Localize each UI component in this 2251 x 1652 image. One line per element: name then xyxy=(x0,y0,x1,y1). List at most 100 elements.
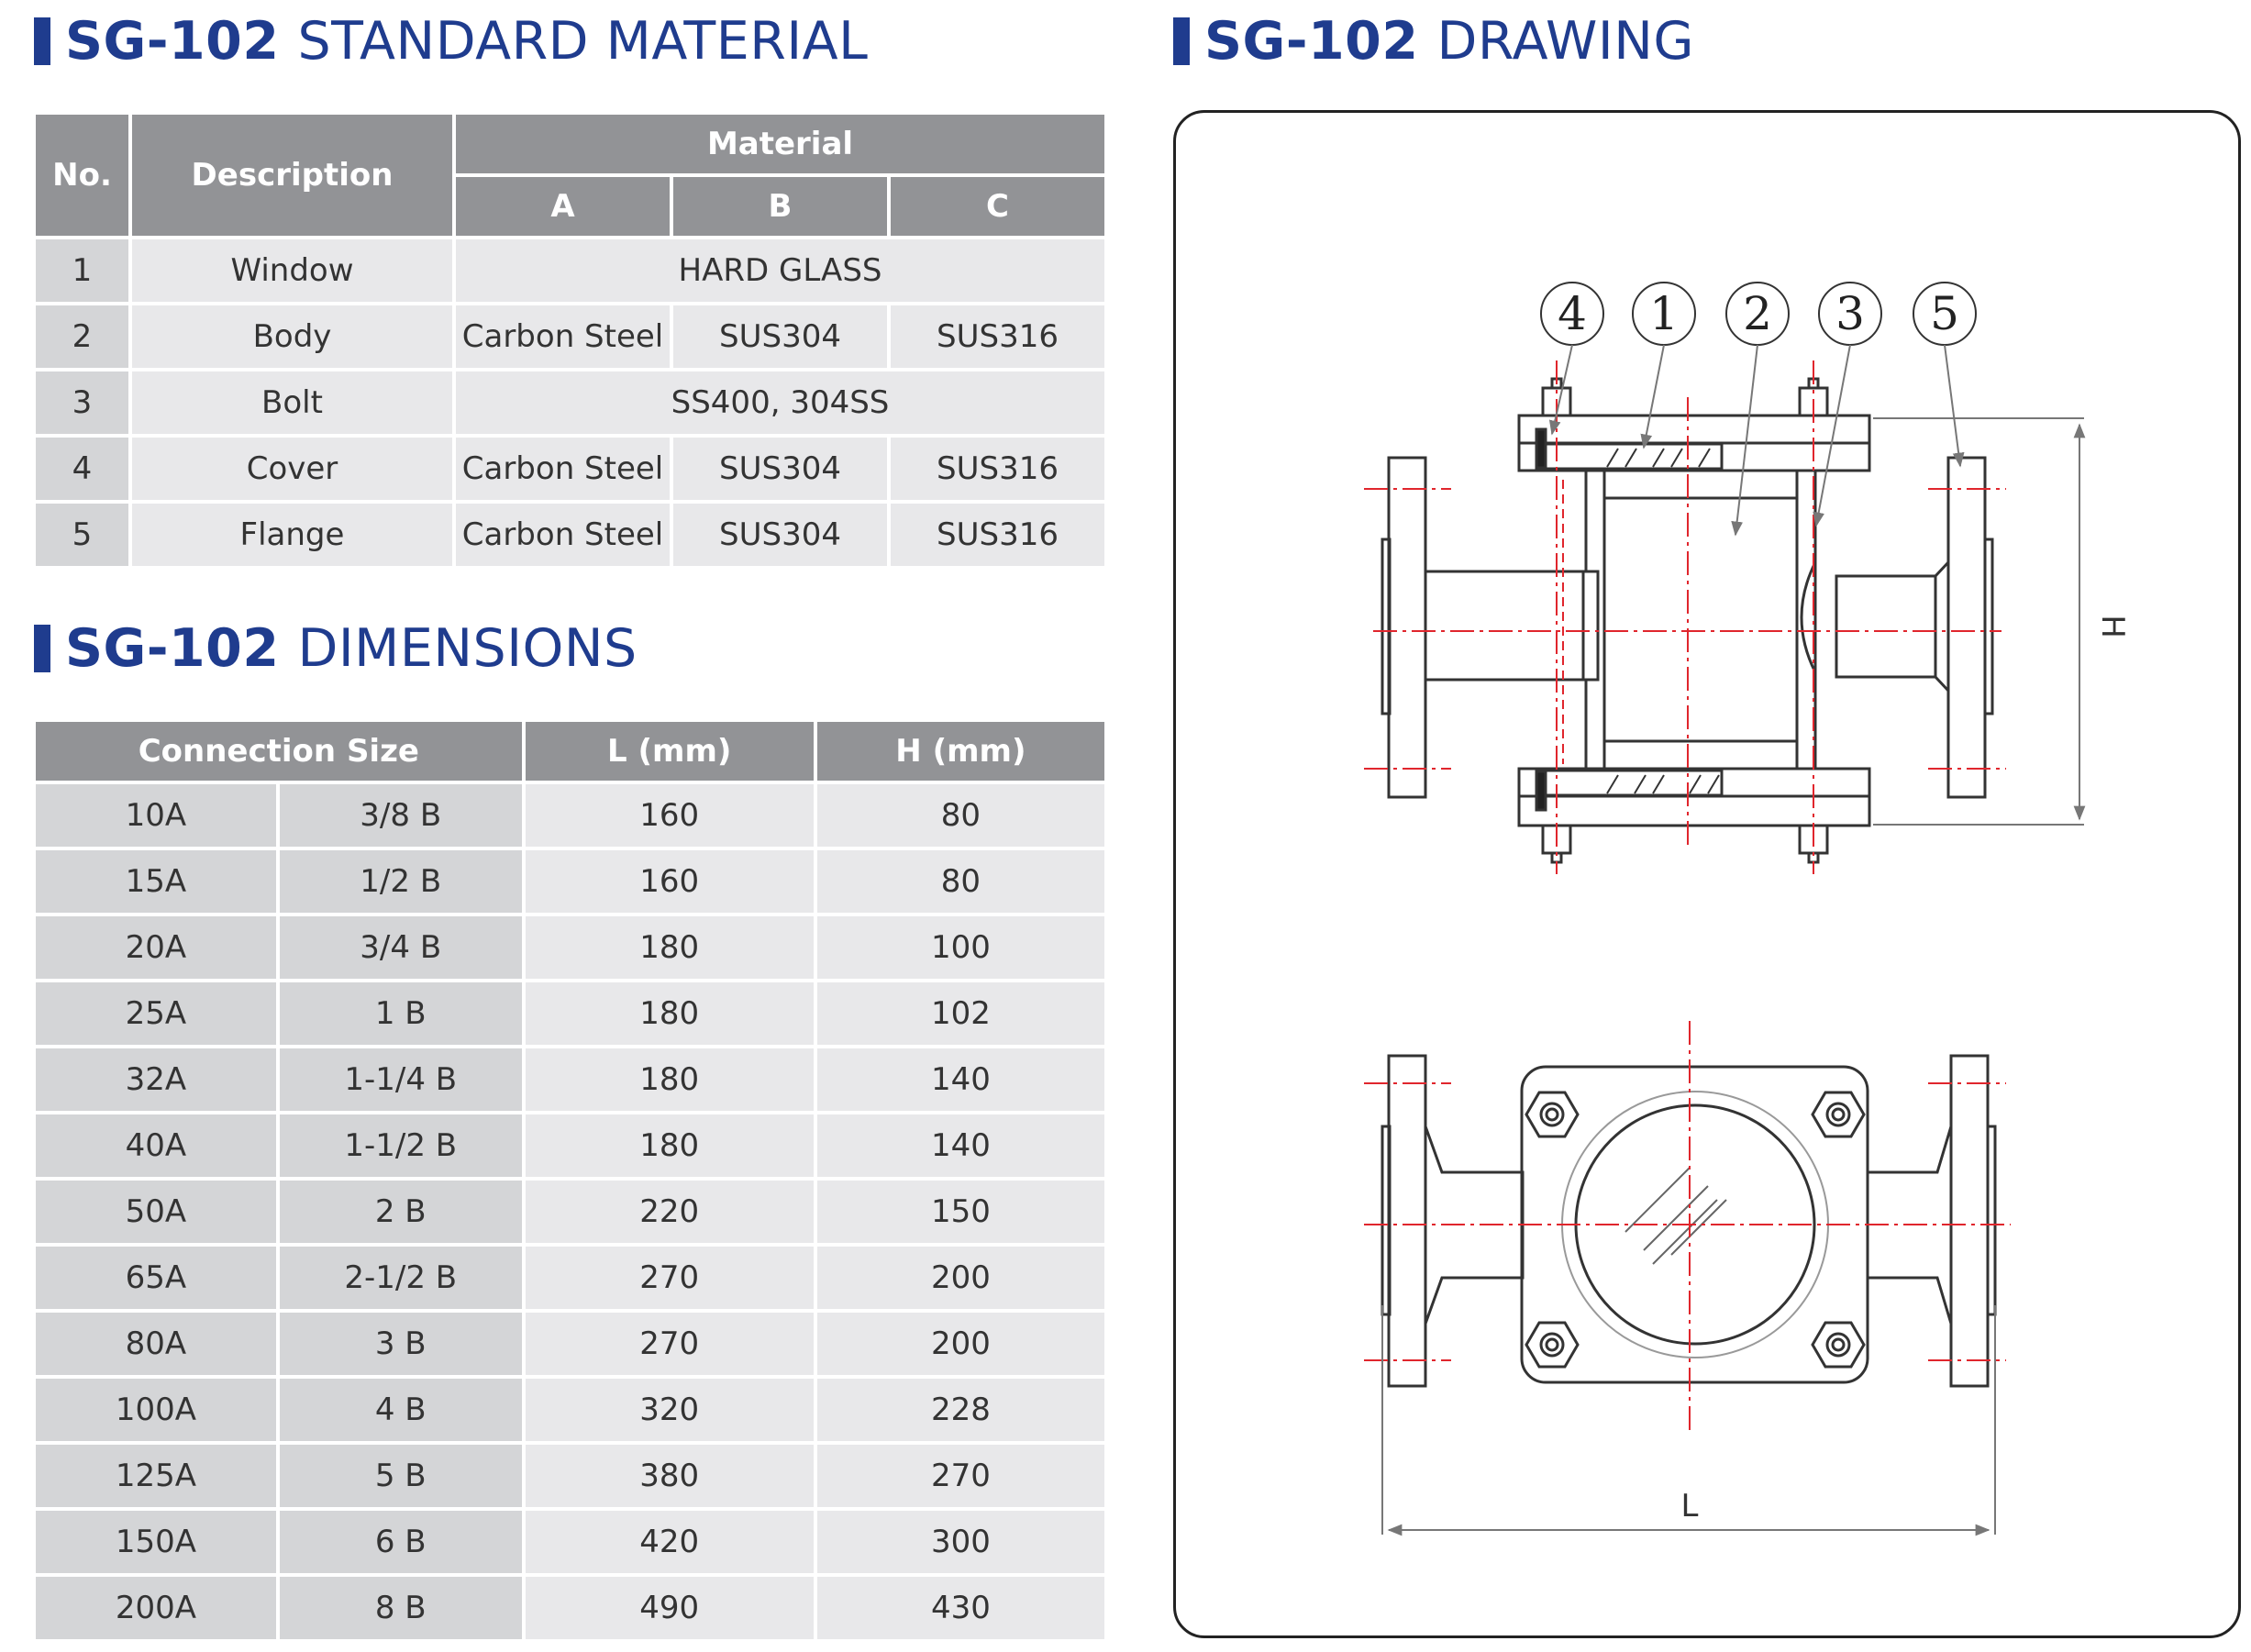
material-heading-title: STANDARD MATERIAL xyxy=(297,11,869,72)
callout-label-3: 3 xyxy=(1835,287,1865,340)
bolt-bottom-left xyxy=(1525,1321,1580,1369)
cell-l: 160 xyxy=(525,784,814,847)
cell-material-a: Carbon Steel xyxy=(456,504,670,566)
left-flange-face xyxy=(1381,538,1392,715)
l-dimension xyxy=(1381,1305,1996,1536)
callout-label-1: 1 xyxy=(1649,287,1679,340)
cell-size-a: 50A xyxy=(36,1181,276,1243)
right-flange-face xyxy=(1983,538,1994,715)
cell-description: Bolt xyxy=(132,371,452,434)
cell-description: Body xyxy=(132,305,452,368)
cell-material-all: HARD GLASS xyxy=(456,239,1105,302)
cell-material-a: Carbon Steel xyxy=(456,438,670,500)
cell-h: 270 xyxy=(816,1445,1104,1507)
cell-material-c: SUS316 xyxy=(891,305,1105,368)
cell-l: 490 xyxy=(525,1577,814,1639)
cell-material-c: SUS316 xyxy=(891,438,1105,500)
drawing-heading-model: SG-102 xyxy=(1204,11,1419,72)
right-flange-face-top xyxy=(1986,1125,1997,1316)
cell-l: 180 xyxy=(525,982,814,1045)
callouts xyxy=(1540,282,1977,346)
cell-description: Cover xyxy=(132,438,452,500)
drawing-panel: 4 1 2 3 5 H xyxy=(1173,110,2241,1638)
dim-l-label: L xyxy=(1681,1488,1699,1524)
cell-h: 150 xyxy=(816,1181,1104,1243)
heading-bar xyxy=(1173,17,1190,65)
dimensions-heading-model: SG-102 xyxy=(65,618,280,679)
header-description: Description xyxy=(132,115,452,236)
cell-h: 102 xyxy=(816,982,1104,1045)
cell-l: 160 xyxy=(525,850,814,913)
side-view xyxy=(1381,377,1994,864)
cell-size-a: 125A xyxy=(36,1445,276,1507)
header-material: Material xyxy=(456,115,1105,173)
cell-h: 300 xyxy=(816,1511,1104,1573)
material-heading: SG-102 STANDARD MATERIAL xyxy=(34,9,868,73)
cell-no: 1 xyxy=(36,239,128,302)
cell-h: 430 xyxy=(816,1577,1104,1639)
cell-size-a: 65A xyxy=(36,1247,276,1309)
cell-material-b: SUS304 xyxy=(673,438,887,500)
h-dimension xyxy=(1873,417,2086,826)
header-a: A xyxy=(456,177,670,236)
right-sight-bulge xyxy=(1800,561,1817,673)
right-flange-top xyxy=(1949,1054,1990,1388)
cell-size-a: 32A xyxy=(36,1048,276,1111)
cell-material-b: SUS304 xyxy=(673,305,887,368)
top-centerlines xyxy=(1364,1021,2011,1434)
callout-label-5: 5 xyxy=(1930,287,1959,340)
header-l: L (mm) xyxy=(525,722,814,781)
cell-l: 420 xyxy=(525,1511,814,1573)
cell-l: 220 xyxy=(525,1181,814,1243)
dim-h-label: H xyxy=(2094,615,2131,638)
cell-l: 270 xyxy=(525,1313,814,1375)
dimensions-heading: SG-102 DIMENSIONS xyxy=(34,616,638,681)
cell-size-a: 80A xyxy=(36,1313,276,1375)
cell-material-a: Carbon Steel xyxy=(456,305,670,368)
cell-size-b: 1/2 B xyxy=(279,850,522,913)
header-b: B xyxy=(673,177,887,236)
material-heading-model: SG-102 xyxy=(65,11,280,72)
cell-l: 380 xyxy=(525,1445,814,1507)
cell-no: 4 xyxy=(36,438,128,500)
callout-label-4: 4 xyxy=(1558,287,1587,340)
cell-size-b: 1-1/2 B xyxy=(279,1114,522,1177)
left-nozzle xyxy=(1424,570,1600,682)
dimensions-heading-title: DIMENSIONS xyxy=(297,618,638,679)
callout-leaders xyxy=(1548,344,1965,537)
top-gasket xyxy=(1535,427,1547,470)
cell-size-a: 20A xyxy=(36,916,276,979)
cell-size-b: 3/8 B xyxy=(279,784,522,847)
cell-size-b: 2-1/2 B xyxy=(279,1247,522,1309)
cell-l: 180 xyxy=(525,1048,814,1111)
cell-no: 5 xyxy=(36,504,128,566)
left-flange xyxy=(1387,456,1427,799)
cell-h: 80 xyxy=(816,784,1104,847)
bolt-top-right xyxy=(1811,1091,1866,1138)
bolt-top-left xyxy=(1525,1091,1580,1138)
left-flange-top xyxy=(1387,1054,1427,1388)
cell-size-a: 25A xyxy=(36,982,276,1045)
drawing-heading-title: DRAWING xyxy=(1436,11,1695,72)
cell-size-a: 10A xyxy=(36,784,276,847)
cell-size-b: 5 B xyxy=(279,1445,522,1507)
body-chamber xyxy=(1602,496,1799,743)
callout-label-2: 2 xyxy=(1743,287,1772,340)
cell-l: 320 xyxy=(525,1379,814,1441)
cell-size-b: 3/4 B xyxy=(279,916,522,979)
